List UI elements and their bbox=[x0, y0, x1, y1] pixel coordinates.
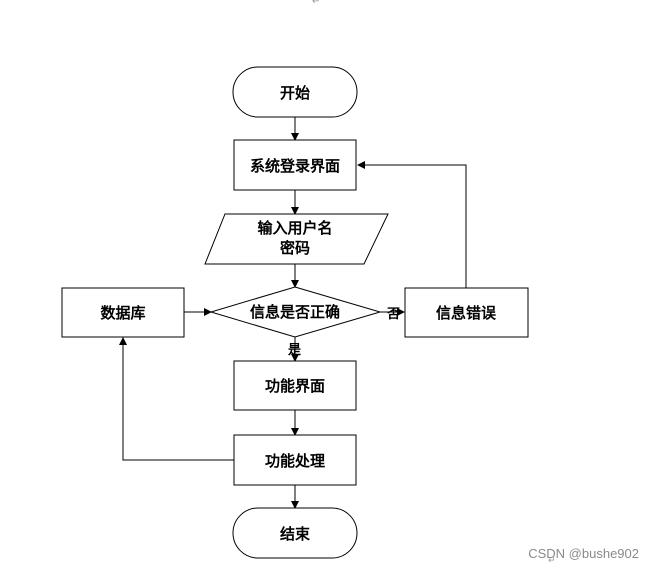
node-start: 开始 bbox=[232, 66, 358, 118]
return-mark-top: ↵ bbox=[312, 0, 321, 7]
edge-error-login bbox=[357, 161, 467, 288]
node-function-process: 功能处理 bbox=[233, 434, 357, 486]
node-input: 输入用户名 密码 bbox=[204, 213, 389, 265]
edges bbox=[119, 117, 467, 509]
node-decision-label: 信息是否正确 bbox=[250, 303, 340, 321]
edge-label-yes: 是 bbox=[287, 343, 302, 358]
node-database-label: 数据库 bbox=[100, 304, 145, 322]
node-input-label-line2: 密码 bbox=[280, 239, 310, 257]
node-end: 结束 bbox=[232, 507, 358, 559]
node-login: 系统登录界面 bbox=[233, 139, 357, 191]
node-function-ui-label: 功能界面 bbox=[265, 377, 325, 395]
node-database: 数据库 bbox=[61, 287, 185, 338]
watermark: CSDN @bushe902 bbox=[528, 546, 639, 561]
node-error: 信息错误 bbox=[404, 287, 529, 338]
node-function-ui: 功能界面 bbox=[233, 360, 357, 411]
node-error-label: 信息错误 bbox=[436, 304, 497, 322]
node-decision: 信息是否正确 bbox=[209, 286, 382, 338]
node-end-label: 结束 bbox=[280, 525, 311, 543]
node-input-label-line1: 输入用户名 bbox=[257, 219, 332, 237]
node-function-process-label: 功能处理 bbox=[265, 452, 325, 470]
edge-process-database bbox=[119, 337, 234, 461]
edge-label-no: 否 bbox=[386, 307, 400, 322]
node-start-label: 开始 bbox=[280, 84, 310, 102]
node-login-label: 系统登录界面 bbox=[250, 157, 340, 175]
return-mark-bottom: ↵ bbox=[548, 556, 556, 566]
